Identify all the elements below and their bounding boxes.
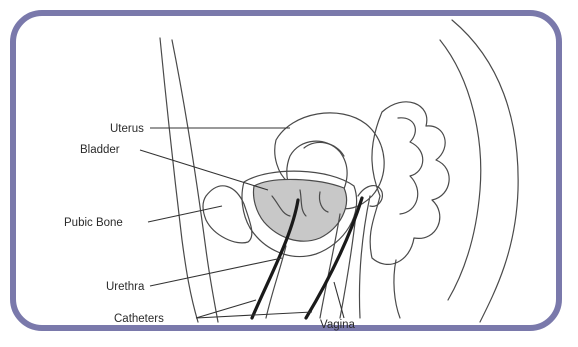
urethra-leader [150,258,282,286]
vagina-leader [334,282,344,318]
bladder-shape [253,179,346,241]
anal-canal [394,260,400,318]
bowel-loops [370,102,449,265]
sacrum-outline [440,40,481,300]
urethra-label: Urethra [106,281,145,293]
back-outline [452,20,518,322]
uterus-label: Uterus [110,123,144,135]
pubic-bone-leader [148,206,222,222]
uterus-inner [304,142,344,156]
bladder-label: Bladder [80,144,120,156]
pubic-bone-label: Pubic Bone [64,217,123,229]
catheters-label: Catheters [114,313,164,325]
vagina-label: Vagina [320,319,356,331]
rectum-outline [359,196,370,318]
bladder-leader [140,150,268,190]
bowel-inner [398,118,423,214]
